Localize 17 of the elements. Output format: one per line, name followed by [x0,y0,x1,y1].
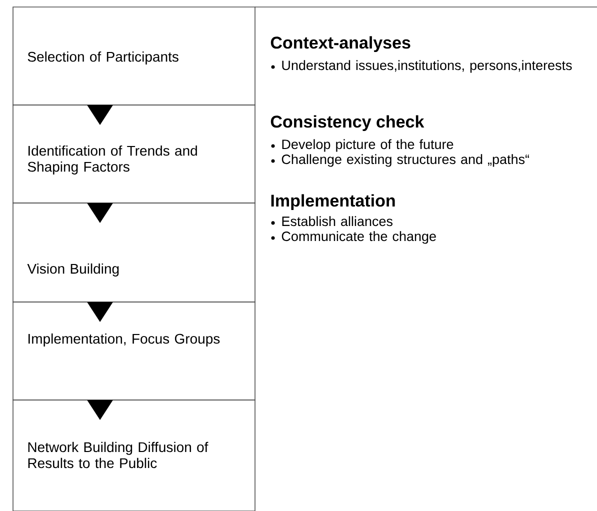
process-box: Identification of Trends and Shaping Factors [12,104,256,204]
arrow [87,400,113,420]
arrow [87,105,113,125]
process-box: Vision Building [12,202,256,302]
arrow [87,203,113,223]
section-heading: Implementation [271,194,395,210]
section-heading: Context-analyses [270,36,410,52]
bullet-text: Establish alliances [282,216,392,226]
arrow [87,302,113,322]
bullet-text: Understand issues,institutions, persons,interests [282,60,572,73]
process-box: Selection of Participants [12,6,256,106]
bullet-text: Communicate the change [282,231,436,244]
bullet-text: Develop picture of the future [282,139,454,152]
process-box: Network Building Diffusion of Results to the Public [12,400,256,511]
section-heading: Consistency check [270,115,424,132]
bullet-text: Challenge existing structures and „paths“ [282,154,530,167]
process-box: Implementation, Focus Groups [12,302,256,400]
